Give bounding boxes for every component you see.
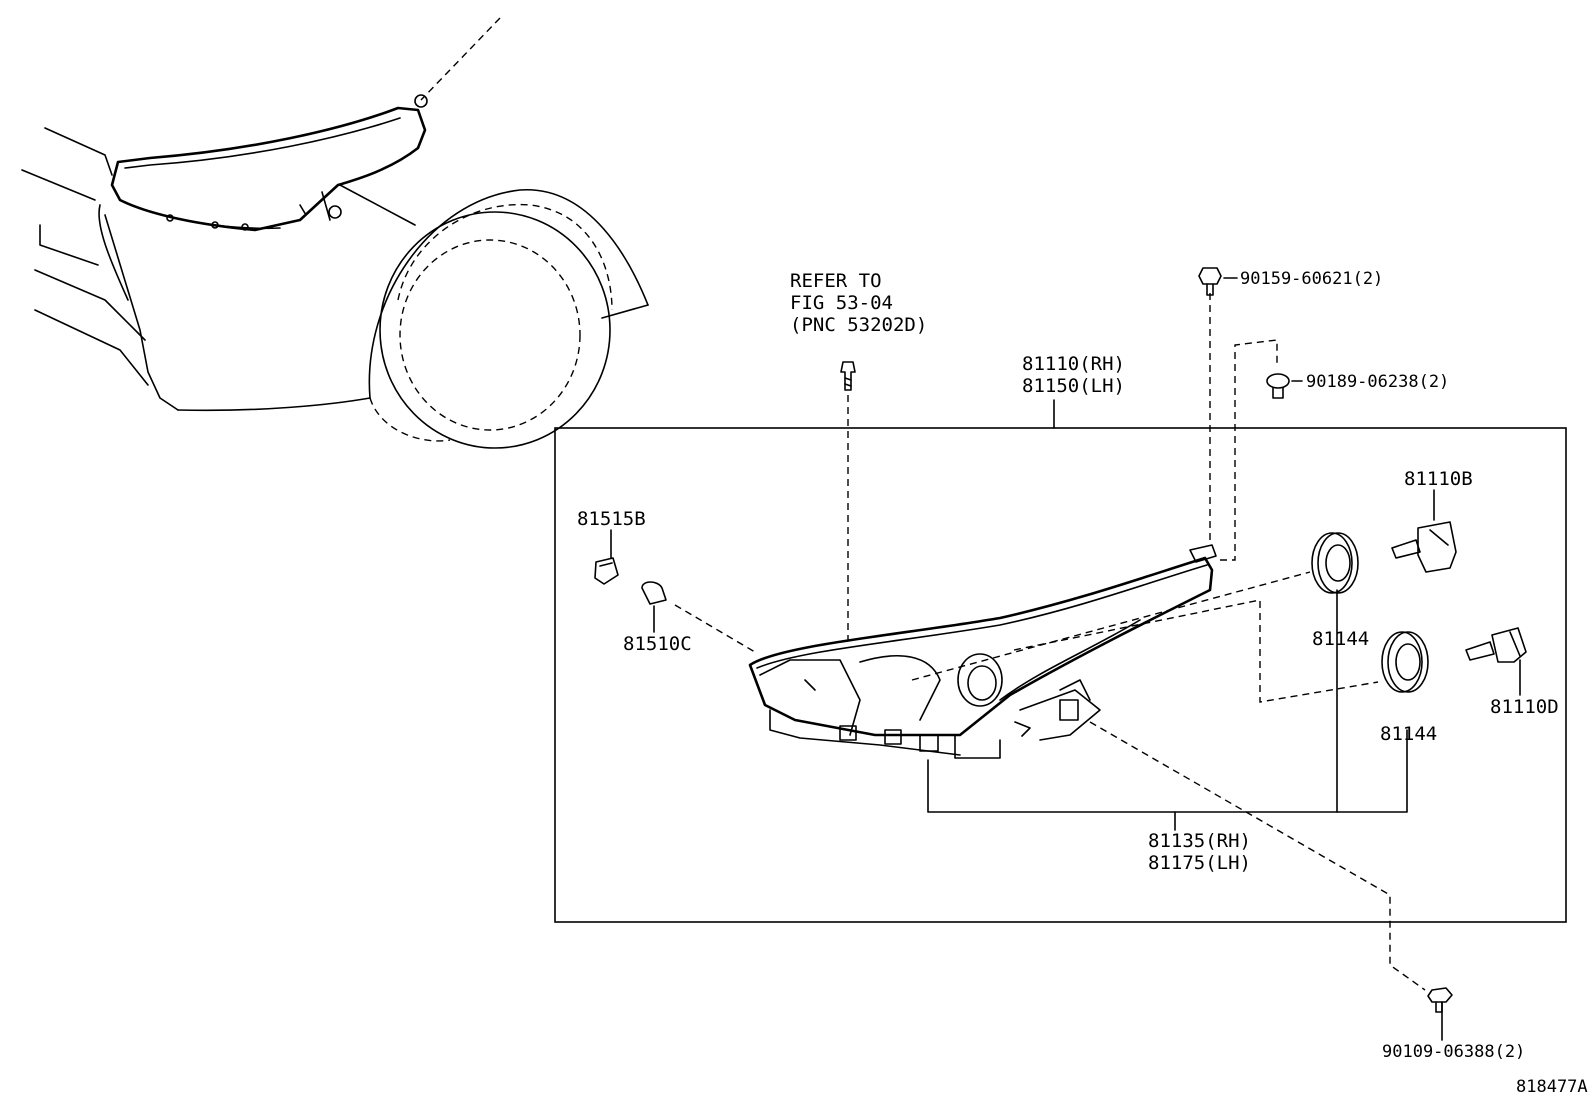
refer-note-line-3: (PNC 53202D) <box>790 314 927 336</box>
label-housing-lh: 81175(LH) <box>1148 852 1251 874</box>
label-small-bulb: 81510C <box>623 633 692 655</box>
leader-lines <box>610 277 1521 1041</box>
label-bulb-d: 81110D <box>1490 696 1559 718</box>
dust-cover-icon <box>1311 532 1359 594</box>
dust-cover-icon <box>1381 631 1429 693</box>
vehicle-front-illustration <box>21 17 649 449</box>
bolt-icon <box>1198 267 1222 296</box>
label-bolt-90159: 90159-60621(2) <box>1240 269 1383 289</box>
label-clip-90189: 90189-06238(2) <box>1306 372 1449 392</box>
socket-icon <box>594 557 619 585</box>
drawing-id: 818477A <box>1516 1077 1588 1097</box>
refer-note-line-1: REFER TO <box>790 270 882 292</box>
bulb-d-icon <box>1465 627 1527 663</box>
label-dust-cover-upper: 81144 <box>1312 628 1369 650</box>
label-socket: 81515B <box>577 508 646 530</box>
dashed-connections <box>674 293 1426 991</box>
small-bulb-icon <box>641 581 667 605</box>
assembly-group-box <box>554 427 1567 923</box>
headlamp-assembly <box>748 544 1217 759</box>
screw-icon <box>840 361 856 391</box>
clip-icon <box>1266 373 1290 399</box>
label-dust-cover-lower: 81144 <box>1380 723 1437 745</box>
label-assy-rh: 81110(RH) <box>1022 353 1125 375</box>
label-housing-rh: 81135(RH) <box>1148 830 1251 852</box>
label-assy-lh: 81150(LH) <box>1022 375 1125 397</box>
label-bolt-90109: 90109-06388(2) <box>1382 1042 1525 1062</box>
bulb-b-icon <box>1391 521 1457 573</box>
flange-bolt-icon <box>1427 987 1453 1013</box>
refer-note-line-2: FIG 53-04 <box>790 292 893 314</box>
label-bulb-b: 81110B <box>1404 468 1473 490</box>
